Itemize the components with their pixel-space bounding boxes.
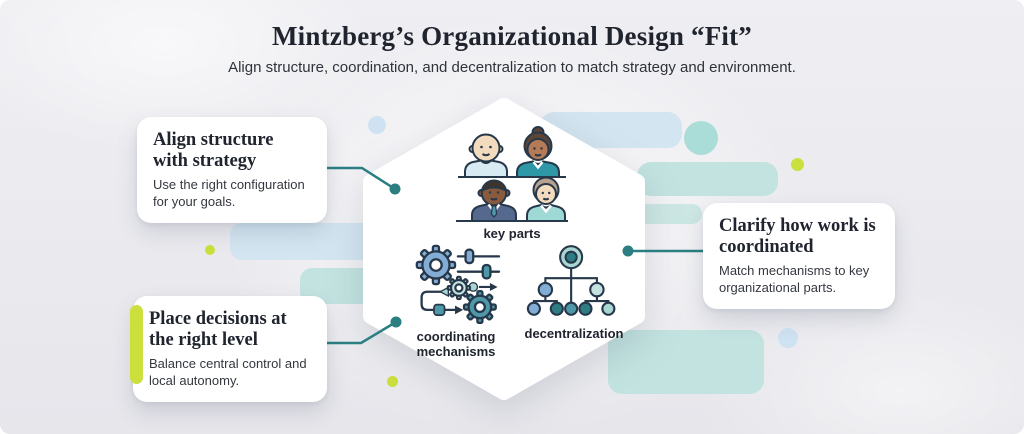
key-parts-group [450,124,574,224]
person-top-right [516,126,560,178]
card-align-structure-heading: Align structure with strategy [153,130,274,172]
key-parts-label: key parts [483,226,541,241]
gears-flow-icon [415,244,501,325]
card-clarify-coordination-heading: Clarify how work is coordinated [719,216,876,258]
lime-accent-bar [130,305,143,384]
decentralization-group [524,240,624,324]
tree-mid-node-left [537,281,554,298]
tree-leaf-3 [564,301,579,316]
gear-small [446,275,472,301]
card-place-decisions: Place decisions at the right level Balan… [130,296,327,403]
card-place-decisions-heading: Place decisions at the right level [149,309,287,351]
person-bottom-left [471,179,517,222]
tree-leaf-2 [549,301,564,316]
decor-rect-blue-left [230,223,380,260]
person-bottom-right [526,176,566,222]
tree-mid-node-right [589,281,605,298]
decor-circle-teal [684,121,718,155]
decor-dot-lime-left [205,245,215,255]
tree-leaf-5 [601,301,616,316]
decor-rect-teal-right [637,162,778,196]
tree-leaf-4 [578,301,593,316]
decentralization-label: decentralization [524,326,624,341]
card-clarify-coordination-body: Match mechanisms to key organizational p… [719,263,870,295]
coordinating-mechanisms-label: coordinating mechanisms [416,329,496,359]
card-clarify-coordination: Clarify how work is coordinated Match me… [703,203,895,310]
small-arrow-glyph [468,281,498,292]
card-place-decisions-body: Balance central control and local autono… [149,356,307,388]
person-top-left [464,133,508,178]
card-align-structure-body: Use the right configuration for your goa… [153,177,305,209]
page-subtitle: Align structure, coordination, and decen… [228,58,796,76]
hierarchy-tree-icon [526,245,616,316]
decor-rect-teal-right-2 [632,204,702,224]
connector-line-structure [325,166,397,191]
gear-medium [462,290,497,325]
decor-dot-lime-bottom [387,376,398,387]
connector-dot-coordination [622,245,634,257]
sliders-glyph [456,248,501,280]
header: Mintzberg’s Organizational Design “Fit” … [0,21,1024,76]
flow-arrow-glyph [420,286,464,317]
connector-dot-structure [389,183,401,195]
decor-circle-blue-left [368,116,386,134]
decor-dot-lime-right [791,158,804,171]
people-group-icon [456,126,568,222]
card-align-structure: Align structure with strategy Use the ri… [137,117,327,224]
gear-large [415,244,457,286]
connector-line-decisions [323,320,398,345]
connector-dot-decisions [390,316,402,328]
page-title: Mintzberg’s Organizational Design “Fit” [272,21,752,51]
tree-leaf-1 [526,301,541,316]
decor-circle-blue-bottom [778,328,798,348]
coordinating-mechanisms-group [406,243,506,329]
